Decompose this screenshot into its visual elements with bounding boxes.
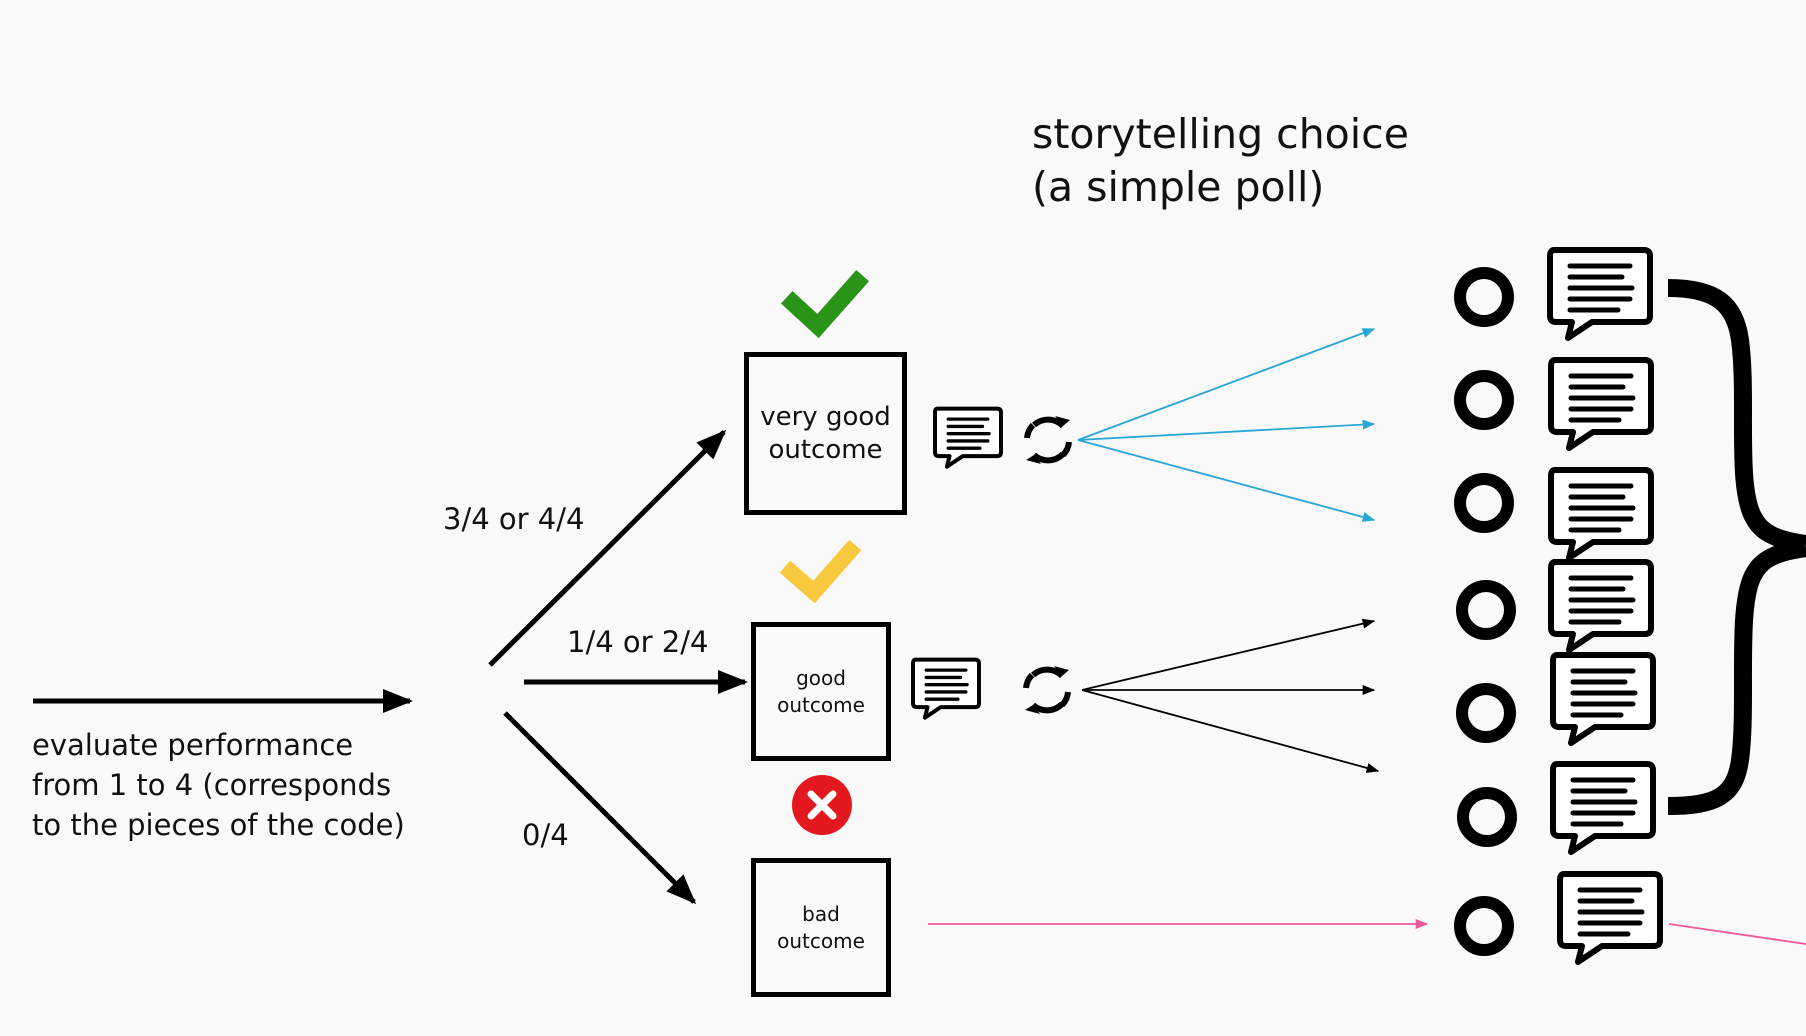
radio-circle-icon — [1456, 683, 1516, 743]
evaluate-line-1: evaluate performance — [32, 728, 354, 762]
cycle-icon — [1025, 666, 1069, 714]
outcome-box-bad: bad outcome — [751, 858, 891, 997]
blue-fan-arrows — [1077, 328, 1376, 522]
outcome-label-good: good outcome — [777, 665, 865, 717]
branch-arrow-high — [488, 429, 727, 667]
pink-arrow-exit — [1668, 923, 1806, 945]
branch-arrow-low — [503, 711, 697, 905]
radio-circle-icon — [1454, 896, 1514, 956]
outcome-label-bad: bad outcome — [777, 901, 865, 953]
title-line-2: (a simple poll) — [1032, 163, 1325, 211]
poll-options — [1454, 267, 1517, 956]
evaluate-line-3: to the pieces of the code) — [32, 808, 405, 842]
outcome-box-very-good: very good outcome — [744, 352, 907, 515]
evaluate-line-2: from 1 to 4 (corresponds — [32, 768, 392, 802]
radio-circle-icon — [1454, 370, 1514, 430]
radio-circle-icon — [1457, 787, 1517, 847]
radio-circle-icon — [1456, 580, 1516, 640]
speech-bubble-icon — [1551, 360, 1651, 448]
speech-bubble-icon — [1551, 470, 1651, 558]
outcome-label-very-good: very good outcome — [760, 401, 891, 465]
branch-label-high: 3/4 or 4/4 — [443, 502, 585, 536]
speech-bubble-icon — [1553, 655, 1653, 743]
checkmark-icon — [779, 539, 862, 604]
page-title: storytelling choice (a simple poll) — [1032, 108, 1409, 214]
branch-label-low: 0/4 — [522, 818, 569, 852]
outcome-box-good: good outcome — [751, 622, 891, 761]
speech-bubble-icon — [1560, 874, 1660, 962]
speech-bubble-icon — [911, 657, 981, 720]
curly-brace-icon — [1667, 279, 1806, 815]
speech-bubble-icon — [1550, 250, 1650, 338]
evaluate-caption: evaluate performance from 1 to 4 (corres… — [32, 725, 405, 845]
radio-circle-icon — [1454, 473, 1514, 533]
title-line-1: storytelling choice — [1032, 110, 1409, 158]
speech-bubble-icon — [933, 406, 1003, 469]
cross-icon — [792, 775, 852, 835]
cycle-icon — [1026, 416, 1070, 464]
speech-bubble-icon — [1553, 764, 1653, 852]
branch-label-mid: 1/4 or 2/4 — [567, 625, 709, 659]
black-fan-arrows — [1081, 618, 1380, 773]
radio-circle-icon — [1454, 267, 1514, 327]
speech-bubble-icon — [1551, 562, 1651, 650]
checkmark-icon — [780, 270, 869, 339]
